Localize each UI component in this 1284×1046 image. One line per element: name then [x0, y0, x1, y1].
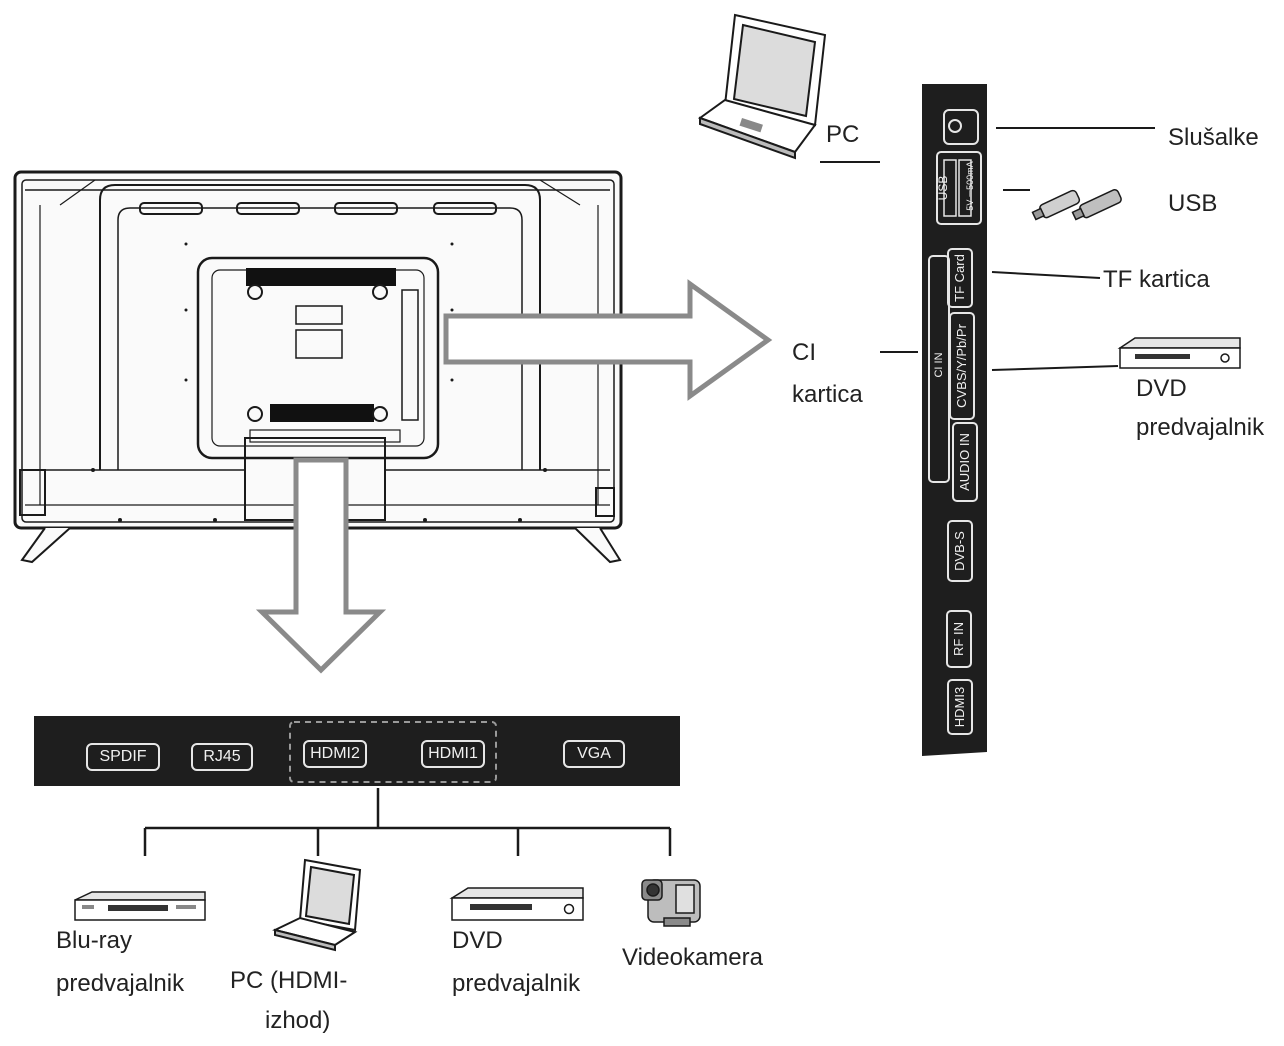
side-port-panel — [922, 84, 987, 756]
tv-back-illustration — [13, 170, 623, 564]
audio-in-port[interactable]: AUDIO IN — [952, 422, 978, 502]
rf-in-port[interactable]: RF IN — [946, 610, 972, 668]
usb-port[interactable]: USB — [936, 175, 950, 201]
pc-hdmi-label-line2: izhod) — [265, 1007, 331, 1034]
pc-label: PC — [826, 121, 860, 148]
dvd-label-side-line1: DVD — [1136, 375, 1187, 402]
bluray-label-line1: Blu-ray — [56, 927, 133, 954]
bluray-label-line2: predvajalnik — [56, 970, 185, 997]
dvd-player-icon-bottom — [449, 887, 584, 921]
spdif-port[interactable]: SPDIF — [86, 743, 160, 771]
dvb-s-port[interactable]: DVB-S — [947, 520, 973, 582]
tf-card-port[interactable]: TF Card — [947, 248, 973, 308]
usb-sticks-icon — [1031, 189, 1122, 221]
tf-card-label: TF kartica — [1103, 266, 1210, 293]
bottom-connection-lines — [143, 788, 672, 856]
pc-hdmi-label-line1: PC (HDMI- — [230, 967, 348, 994]
ci-card-label-line2: kartica — [792, 381, 863, 408]
laptop-icon — [697, 13, 827, 160]
hdmi3-port[interactable]: HDMI3 — [947, 679, 973, 735]
cvbs-port[interactable]: CVBS/Y/Pb/Pr — [949, 312, 975, 420]
bluray-player-icon — [74, 891, 206, 921]
dvd-player-icon-side — [1117, 337, 1241, 369]
usb-label: USB — [1168, 190, 1218, 217]
ci-in-slot[interactable]: CI IN — [933, 352, 945, 378]
vga-port[interactable]: VGA — [563, 740, 625, 768]
dvd-label-bottom-line2: predvajalnik — [452, 970, 581, 997]
hdmi2-port[interactable]: HDMI2 — [303, 740, 367, 768]
arrow-down-to-bottom-panel — [255, 457, 387, 674]
laptop-icon-bottom — [272, 858, 362, 952]
arrow-right-to-side-panel — [443, 279, 773, 401]
dvd-label-bottom-line1: DVD — [452, 927, 503, 954]
dvd-label-side-line2: predvajalnik — [1136, 414, 1265, 441]
camcorder-icon — [641, 879, 701, 927]
ci-card-label-line1: CI — [792, 339, 816, 366]
bottom-port-panel — [34, 716, 680, 786]
headphones-label: Slušalke — [1168, 124, 1259, 151]
hdmi1-port[interactable]: HDMI1 — [421, 740, 485, 768]
camcorder-label: Videokamera — [622, 944, 763, 971]
side-connection-lines — [820, 127, 1155, 371]
usb-rating-label: 5V ⎓500mA — [965, 161, 975, 211]
rj45-port[interactable]: RJ45 — [191, 743, 253, 771]
